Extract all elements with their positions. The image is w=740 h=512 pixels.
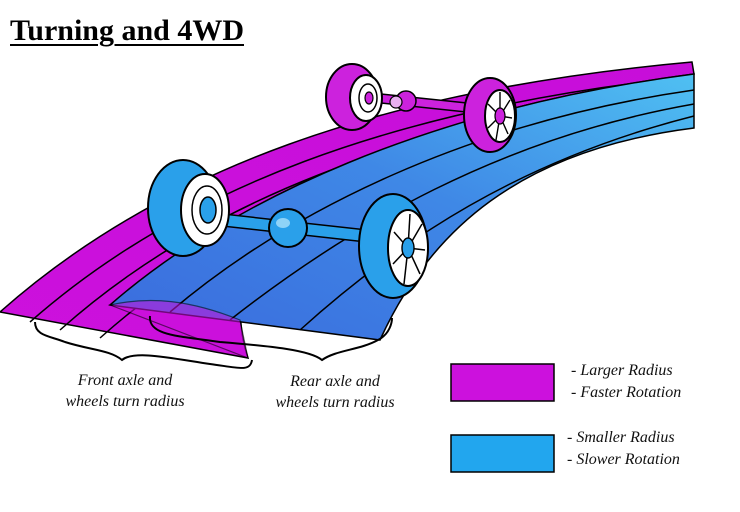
front-radius-brace <box>34 321 253 369</box>
legend-smaller-radius-line1: - Smaller Radius <box>567 429 675 446</box>
bottom-right-wheel <box>358 193 429 299</box>
rear-track-lines <box>169 89 695 331</box>
top-left-wheel <box>325 63 383 131</box>
page-title: Turning and 4WD <box>10 14 244 47</box>
top-right-wheel <box>463 77 517 153</box>
rear-radius-brace <box>148 315 393 362</box>
legend-smaller-radius-line2: - Slower Rotation <box>567 451 680 468</box>
legend-larger-radius-line2: - Faster Rotation <box>571 384 682 401</box>
front-track-front-portion <box>107 299 249 359</box>
legend-smaller-radius-text: - Smaller Radius - Slower Rotation <box>567 427 680 471</box>
rear-axle-caption-line2: wheels turn radius <box>275 394 395 411</box>
bottom-left-wheel <box>147 159 230 257</box>
rear-axle-caption: Rear axle and wheels turn radius <box>250 371 420 413</box>
rear-axle-caption-line1: Rear axle and <box>290 373 380 390</box>
front-axle-caption-line2: wheels turn radius <box>65 393 185 410</box>
front-axle-caption: Front axle and wheels turn radius <box>40 370 210 412</box>
front-axle-caption-line1: Front axle and <box>77 372 173 389</box>
legend-larger-radius-text: - Larger Radius - Faster Rotation <box>571 360 681 404</box>
legend-larger-radius-line1: - Larger Radius <box>571 362 673 379</box>
legend-swatch-smaller-radius <box>450 434 555 473</box>
legend-swatch-larger-radius <box>450 363 555 402</box>
